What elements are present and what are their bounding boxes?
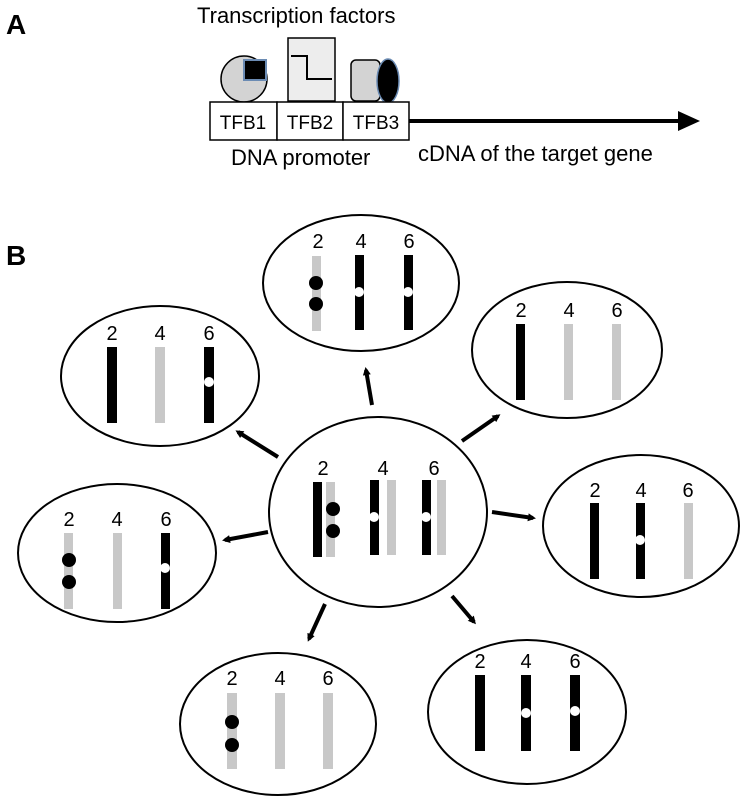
cdna-label: cDNA of the target gene <box>418 141 653 166</box>
number-6: 6 <box>203 323 214 345</box>
mark-ring <box>354 287 364 297</box>
chromosome-4-grey <box>387 480 396 555</box>
cell-center: 2 4 6 <box>268 416 488 608</box>
number-2: 2 <box>515 300 526 322</box>
chromosome-2-black <box>516 324 525 400</box>
mark-dot <box>309 297 323 311</box>
tfb1-box <box>209 101 278 141</box>
number-4: 4 <box>154 323 165 345</box>
mark-dot <box>62 575 76 589</box>
arrow-to-upper-left <box>235 430 280 459</box>
number-6: 6 <box>160 509 171 531</box>
number-2: 2 <box>474 651 485 673</box>
panel-b-letter: B <box>6 240 26 271</box>
chromosome-4-grey <box>564 324 573 400</box>
chromosome-2-black <box>313 482 322 557</box>
number-4: 4 <box>377 458 388 480</box>
cell-left: 2 4 6 <box>17 483 217 623</box>
arrow-to-upper-right <box>460 414 501 443</box>
number-2: 2 <box>226 668 237 690</box>
mark-dot <box>225 738 239 752</box>
number-2: 2 <box>63 509 74 531</box>
mark-ring <box>369 512 379 522</box>
mark-ring <box>521 708 531 718</box>
arrow-to-right <box>491 510 536 522</box>
number-4: 4 <box>635 480 646 502</box>
mark-ring <box>403 287 413 297</box>
transcription-factor-3 <box>350 58 400 104</box>
tfb2-label: TFB2 <box>287 113 333 134</box>
mark-dot <box>309 276 323 290</box>
panel-a-letter: A <box>6 9 26 40</box>
number-2: 2 <box>589 480 600 502</box>
number-4: 4 <box>274 668 285 690</box>
arrow-to-lower-right <box>450 594 476 625</box>
promoter-boxes: TFB1 TFB2 TFB3 <box>209 101 410 141</box>
cell-bottom: 2 4 6 <box>179 652 377 796</box>
arrow-to-top <box>362 367 374 406</box>
chromosome-6-grey <box>684 503 693 579</box>
mark-dot <box>326 524 340 538</box>
cell-upper-right: 2 4 6 <box>471 281 663 419</box>
cell-top: 2 4 6 <box>262 214 460 352</box>
transcription-factors-label: Transcription factors <box>197 3 395 28</box>
mark-ring <box>635 535 645 545</box>
number-4: 4 <box>520 651 531 673</box>
chromosome-2-grey <box>326 482 335 557</box>
tfb3-label: TFB3 <box>353 113 399 134</box>
chromosome-2-grey <box>227 693 237 769</box>
number-4: 4 <box>111 509 122 531</box>
transcription-factor-1 <box>220 55 268 103</box>
transcription-factor-2 <box>287 37 336 102</box>
chromosome-6-grey <box>323 693 333 769</box>
chromosome-4-grey <box>113 533 122 609</box>
mark-ring <box>160 563 170 573</box>
tfb2-box <box>276 101 344 141</box>
number-6: 6 <box>322 668 333 690</box>
chromosome-2-grey <box>312 256 321 331</box>
chromosome-4-grey <box>275 693 285 769</box>
number-6: 6 <box>403 231 414 253</box>
cell-upper-left: 2 4 6 <box>60 305 260 447</box>
chromosome-2-black <box>475 675 485 751</box>
number-6: 6 <box>569 651 580 673</box>
number-6: 6 <box>428 458 439 480</box>
chromosome-2-grey <box>64 533 73 609</box>
chromosome-6-grey <box>612 324 621 400</box>
dna-promoter-label: DNA promoter <box>231 145 370 170</box>
number-4: 4 <box>563 300 574 322</box>
number-6: 6 <box>611 300 622 322</box>
mark-ring <box>570 706 580 716</box>
chromosome-2-black <box>590 503 599 579</box>
arrow-to-bottom <box>307 603 327 642</box>
chromosome-4-grey <box>155 347 165 423</box>
tfb3-box <box>342 101 410 141</box>
mark-ring <box>204 377 214 387</box>
arrow-to-left <box>222 530 269 544</box>
number-4: 4 <box>355 231 366 253</box>
gene-arrow <box>409 111 700 131</box>
tfb1-label: TFB1 <box>220 113 266 134</box>
arrows <box>222 367 536 642</box>
number-6: 6 <box>682 480 693 502</box>
cell-lower-right: 2 4 6 <box>427 639 627 785</box>
cell-right: 2 4 6 <box>542 454 740 598</box>
mark-dot <box>326 502 340 516</box>
number-2: 2 <box>317 458 328 480</box>
chromosome-6-grey <box>437 480 446 555</box>
mark-dot <box>62 553 76 567</box>
mark-dot <box>225 715 239 729</box>
chromosome-2-black <box>107 347 117 423</box>
number-2: 2 <box>312 231 323 253</box>
mark-ring <box>421 512 431 522</box>
number-2: 2 <box>106 323 117 345</box>
